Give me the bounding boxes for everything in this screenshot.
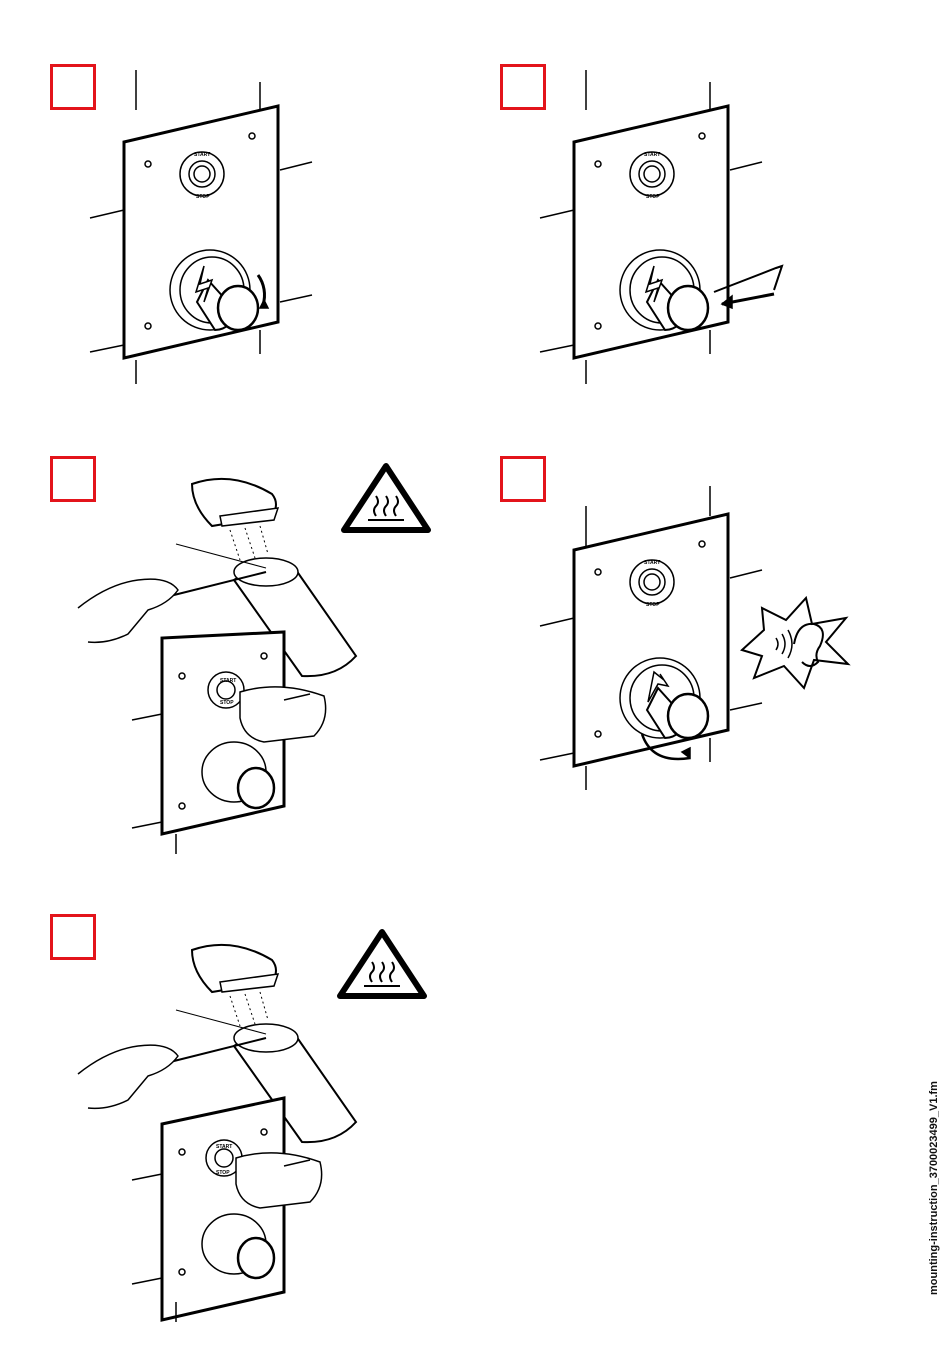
start-label-3: START xyxy=(220,678,236,684)
hot-surface-warning-icon xyxy=(340,462,432,534)
step-2-illustration: START STOP xyxy=(530,70,800,390)
stop-label-3: STOP xyxy=(220,700,234,706)
step-4-illustration: START STOP xyxy=(530,484,870,804)
hot-surface-warning-icon-2 xyxy=(336,928,428,1000)
start-label-5: START xyxy=(216,1144,232,1150)
step-3-illustration: START STOP xyxy=(70,460,370,860)
stop-label-5: STOP xyxy=(216,1170,230,1176)
step-1-illustration: START STOP xyxy=(80,70,340,390)
step-5-illustration: START STOP xyxy=(70,926,370,1326)
footer-filename: mounting-instruction_3700023499_V1.fm xyxy=(928,1081,940,1295)
stop-label-2: STOP xyxy=(646,194,660,200)
stop-label-4: STOP xyxy=(646,602,660,608)
start-label-2: START xyxy=(644,152,660,158)
start-label-4: START xyxy=(644,560,660,566)
footer-filename-container: mounting-instruction_3700023499_V1.fm xyxy=(918,1060,950,1300)
stop-label: STOP xyxy=(196,194,210,200)
start-label: START xyxy=(194,152,210,158)
